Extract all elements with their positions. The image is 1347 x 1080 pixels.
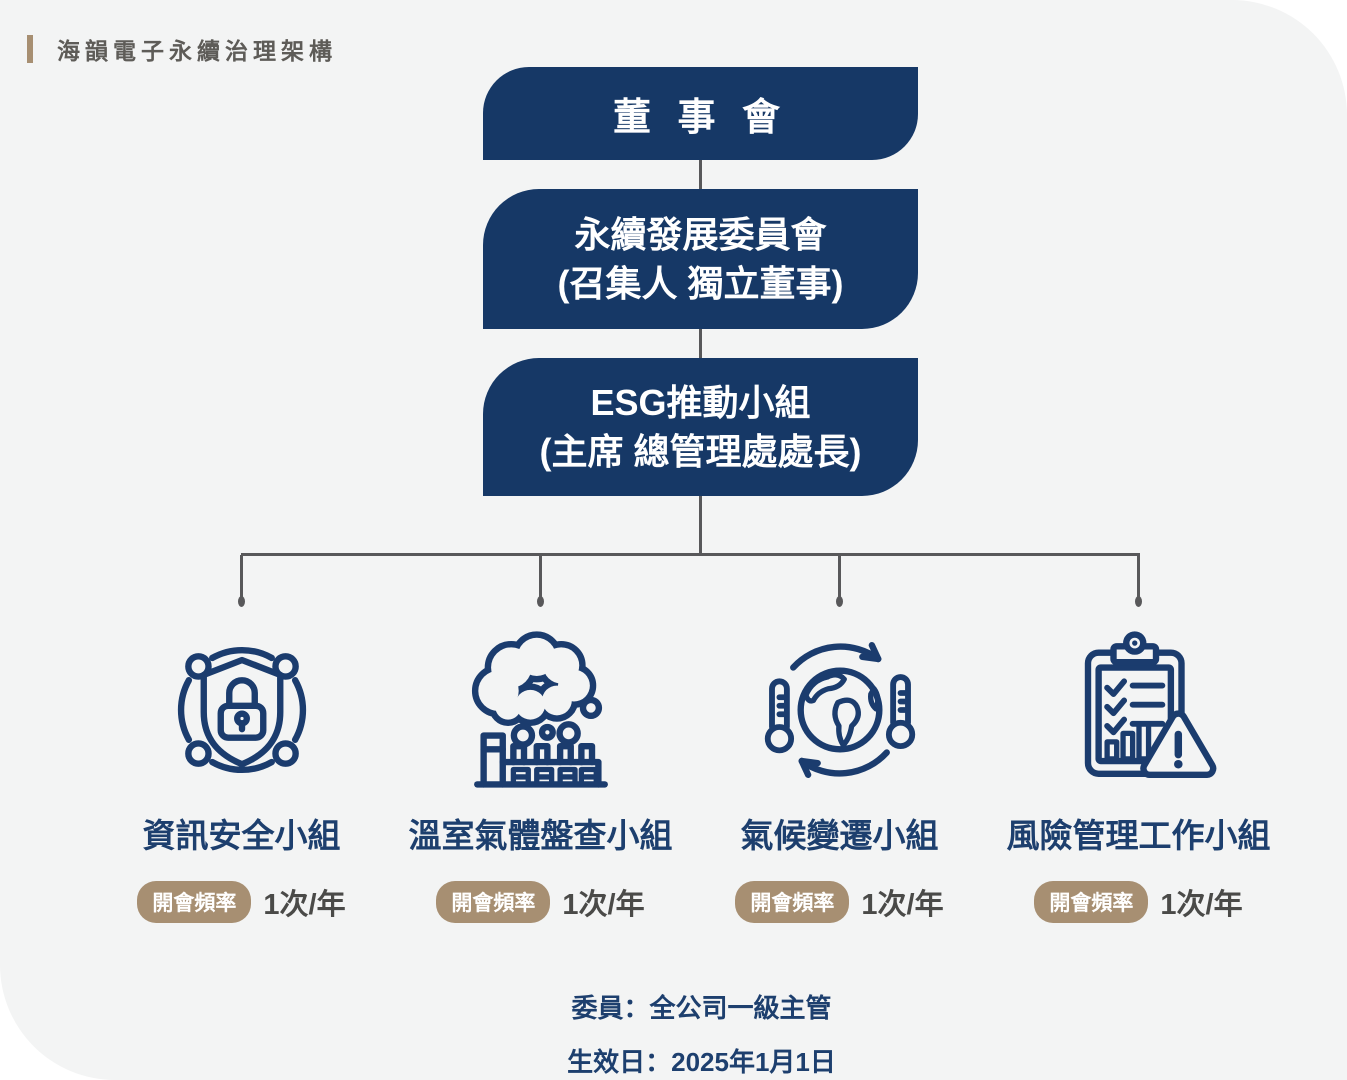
connector-line: [240, 555, 243, 597]
connector-dot: [238, 596, 245, 607]
meeting-frequency-row: 開會頻率 1次/年: [735, 881, 944, 923]
team-name: 風險管理工作小組: [1006, 817, 1271, 854]
meeting-frequency-badge: 開會頻率: [436, 881, 551, 923]
title-accent-bar: [27, 35, 33, 63]
connector-line: [838, 555, 841, 597]
team-name: 氣候變遷小組: [740, 817, 939, 854]
branch-ghg-inventory: 溫室氣體盤查小組 開會頻率 1次/年: [391, 555, 690, 923]
org-node-committee-subtitle: (召集人 獨立董事): [557, 263, 844, 304]
meeting-frequency-value: 1次/年: [861, 889, 944, 921]
connector-dot: [1135, 596, 1142, 607]
globe-climate-icon: [755, 625, 925, 795]
footer-notes: 委員：全公司一級主管 生效日：2025年1月1日: [56, 988, 1347, 1079]
meeting-frequency-row: 開會頻率 1次/年: [137, 881, 346, 923]
meeting-frequency-value: 1次/年: [562, 889, 645, 921]
risk-clipboard-warning-icon: [1054, 625, 1224, 795]
org-node-esg-subtitle: (主席 總管理處處長): [539, 431, 862, 472]
connector-line: [1137, 555, 1140, 597]
page-title: 海韻電子永續治理架構: [57, 38, 337, 64]
org-node-committee-title: 永續發展委員會: [574, 214, 827, 255]
org-node-board: 董 事 會: [483, 67, 918, 160]
connector-dot: [537, 596, 544, 607]
connector-line: [699, 496, 702, 554]
team-name: 資訊安全小組: [142, 817, 341, 854]
branch-risk-management: 風險管理工作小組 開會頻率 1次/年: [989, 555, 1288, 923]
org-node-esg-title: ESG推動小組: [590, 382, 811, 423]
meeting-frequency-badge: 開會頻率: [735, 881, 850, 923]
meeting-frequency-row: 開會頻率 1次/年: [436, 881, 645, 923]
meeting-frequency-badge: 開會頻率: [1034, 881, 1149, 923]
meeting-frequency-row: 開會頻率 1次/年: [1034, 881, 1243, 923]
connector-dot: [836, 596, 843, 607]
connector-line: [699, 160, 702, 189]
meeting-frequency-value: 1次/年: [263, 889, 346, 921]
branch-information-security: 資訊安全小組 開會頻率 1次/年: [92, 555, 391, 923]
meeting-frequency-value: 1次/年: [1160, 889, 1243, 921]
footer-members-note: 委員：全公司一級主管: [571, 993, 832, 1023]
org-node-esg-group: ESG推動小組 (主席 總管理處處長): [483, 358, 918, 496]
shield-lock-network-icon: [157, 625, 327, 795]
branch-climate-change: 氣候變遷小組 開會頻率 1次/年: [690, 555, 989, 923]
team-branches: 資訊安全小組 開會頻率 1次/年: [92, 555, 1288, 923]
footer-effective-date: 生效日：2025年1月1日: [567, 1047, 836, 1077]
team-name: 溫室氣體盤查小組: [408, 817, 673, 854]
connector-line: [699, 329, 702, 358]
factory-emissions-icon: [456, 625, 626, 795]
org-node-sustainability-committee: 永續發展委員會 (召集人 獨立董事): [483, 189, 918, 329]
page-title-row: 海韻電子永續治理架構: [27, 32, 337, 66]
connector-line: [539, 555, 542, 597]
connector-branch-line: [241, 553, 1140, 556]
meeting-frequency-badge: 開會頻率: [137, 881, 252, 923]
org-node-board-label: 董 事 會: [612, 97, 789, 139]
